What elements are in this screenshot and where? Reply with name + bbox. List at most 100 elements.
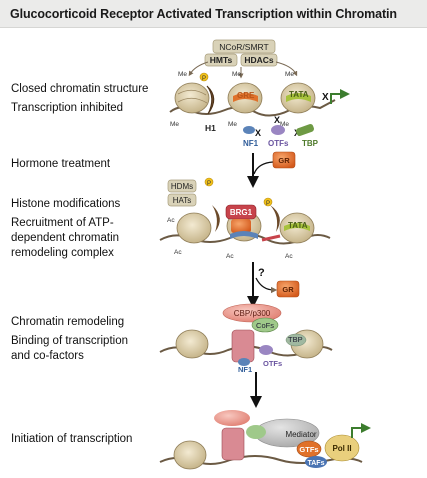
gre-label: GRE (237, 91, 255, 100)
ac-mark: Ac (226, 253, 234, 260)
stage1-line1: Closed chromatin structure (11, 83, 149, 95)
gr-release-arrow (255, 277, 278, 294)
gr-receptor-1 (272, 151, 296, 169)
gtfs-label: GTFs (299, 445, 318, 454)
nf1-bound (238, 358, 250, 366)
mediator-label: Mediator (285, 430, 316, 439)
stage4-diagram: Mediator GTFs TAFs Pol II (159, 410, 371, 470)
hdacs-label: HDACs (244, 55, 274, 65)
cbp-top (214, 410, 250, 426)
h1-crescent-3 (270, 205, 280, 232)
gr-receptor-3 (276, 280, 300, 298)
me-mark: Me (170, 121, 179, 128)
tata-label: TATA (289, 90, 309, 99)
pol2-label: Pol II (332, 444, 351, 453)
nf1-factor (243, 126, 255, 134)
stage2-label: Hormone treatment (11, 157, 110, 172)
ac-mark: Ac (167, 217, 175, 224)
stage3-label: Histone modifications Recruitment of ATP… (11, 197, 120, 261)
cbp-p300-label: CBP/p300 (234, 309, 271, 318)
gr-receptor-2 (231, 219, 251, 233)
stage1-diagram: NCoR/SMRT HMTs HDACs H1 GRE TATA Me Me M… (169, 39, 350, 148)
hmts-box (204, 53, 238, 67)
stage4-label: Chromatin remodeling Binding of transcri… (11, 315, 128, 364)
block-mark: X (322, 92, 329, 103)
tss-arrow-4 (351, 423, 371, 438)
tss-arrow (330, 89, 350, 104)
hdms-label: HDMs (171, 182, 193, 191)
stage4-line1: Chromatin remodeling (11, 316, 125, 328)
gr-binding-arrow (253, 161, 274, 175)
otfs-factor (271, 125, 285, 135)
stage2-line1: Hormone treatment (11, 158, 111, 170)
stage3-line1: Histone modifications (11, 198, 121, 210)
tbp-label: TBP (302, 139, 319, 148)
phospho-label-2: P (207, 181, 211, 187)
tbp-bound (285, 333, 307, 347)
remodeling-stack (231, 329, 255, 363)
stage4-line3: and co-factors (11, 350, 84, 362)
ncor-smrt-box (212, 39, 276, 54)
stage1-label: Closed chromatin structure Transcription… (11, 82, 148, 116)
figure-title: Glucocorticoid Receptor Activated Transc… (10, 7, 397, 21)
otfs-label: OTFs (268, 139, 289, 148)
me-mark: Me (178, 71, 187, 78)
pol2-complex (324, 434, 360, 462)
ncor-smrt-label: NCoR/SMRT (219, 42, 268, 52)
nf1-label: NF1 (243, 139, 259, 148)
stage1-line2: Transcription inhibited (11, 102, 124, 114)
gre-element (233, 93, 258, 102)
hmts-label: HMTs (210, 55, 233, 65)
cbp-p300-complex (222, 303, 282, 323)
cofs-4 (246, 425, 266, 439)
tata-element-2 (284, 223, 310, 231)
ac-mark: Ac (285, 253, 293, 260)
gr-label-3: GR (282, 285, 294, 294)
tbp-label-3: TBP (288, 335, 303, 344)
stage2-diagram: HDMs HATs BRG1 TATA Ac Ac Ac Ac P P (159, 177, 331, 260)
stage5-label: Initiation of transcription (11, 432, 132, 447)
me-mark: Me (285, 71, 294, 78)
title-bar: Glucocorticoid Receptor Activated Transc… (0, 0, 427, 28)
taf-complex (305, 456, 327, 468)
gtfs-complex (296, 440, 322, 458)
block-mark: X (255, 128, 261, 138)
tbp-factor (296, 124, 314, 136)
brg1-label: BRG1 (230, 208, 253, 217)
phospho-marker-3 (263, 197, 273, 207)
hdms-box (167, 179, 197, 193)
me-mark: Me (280, 121, 289, 128)
initiation-stack (221, 427, 245, 461)
hdac-arrow (275, 61, 298, 77)
hmt-arrow (188, 61, 209, 77)
otfs-label-3: OTFs (263, 359, 282, 368)
nucleosome-4a (173, 440, 207, 470)
stage3-diagram: CBP/p300 CoFs OTFs NF1 TBP (159, 303, 333, 374)
dna-red-segment (261, 234, 281, 242)
hdacs-box (240, 53, 278, 67)
nucleosome-3a (175, 329, 209, 359)
phospho-label: P (202, 76, 206, 82)
h1-linker-histone (206, 85, 215, 115)
gre-element-2 (230, 231, 258, 239)
stage3-line3: dependent chromatin (11, 232, 120, 244)
phospho-marker-2 (204, 177, 214, 187)
block-mark: X (274, 115, 280, 125)
stage4-line2: Binding of transcription (11, 335, 128, 347)
stage3-line4: remodeling complex (11, 247, 114, 259)
cofs-label: CoFs (256, 321, 274, 330)
h1-label: H1 (205, 123, 216, 133)
hats-label: HATs (173, 196, 192, 205)
cofs-complex (251, 317, 279, 333)
nf1-label-3: NF1 (238, 365, 252, 374)
tata-label-2: TATA (288, 221, 308, 230)
me-mark: Me (228, 121, 237, 128)
h1-crescent-2 (212, 205, 220, 232)
nucleosome-2a (176, 212, 212, 244)
stage5-line1: Initiation of transcription (11, 433, 133, 445)
gr-label-1: GR (278, 156, 290, 165)
phospho-label-3: P (266, 201, 270, 207)
otfs-bound (259, 345, 273, 355)
question-mark: ? (258, 267, 265, 279)
